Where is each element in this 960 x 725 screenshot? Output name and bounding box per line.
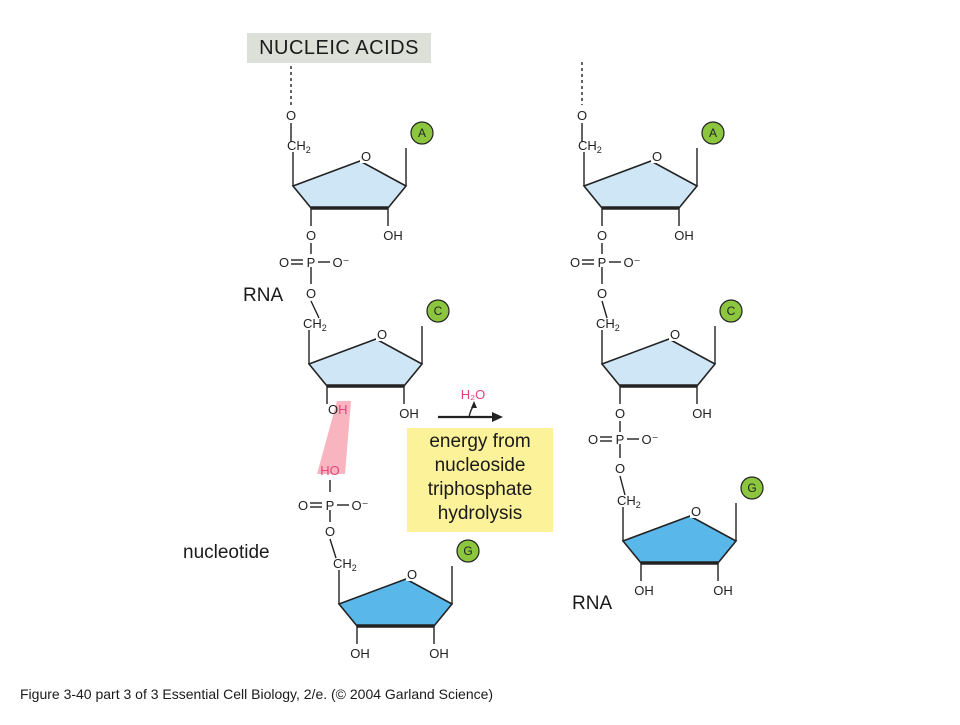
- bond-left-7: [329, 538, 337, 559]
- bond-left-4: [310, 300, 320, 319]
- bond-right-4: [601, 300, 608, 319]
- phosphate-oxygen-minus: O⁻: [352, 498, 369, 513]
- c3-hydroxyl-reactive: OH: [328, 402, 348, 417]
- base-circle: [410, 121, 434, 145]
- ring-oxygen-bg: [669, 328, 681, 341]
- phosphate-oxygen-minus: O⁻: [642, 432, 659, 447]
- ring-oxygen-bg: [651, 150, 663, 163]
- c2-hydroxyl-label: OH: [429, 646, 449, 661]
- phosphate-oxygen-minus: O⁻: [333, 255, 350, 270]
- energy-line-1: energy from: [429, 431, 531, 452]
- base-circle: [719, 299, 743, 323]
- figure-caption: Figure 3-40 part 3 of 3 Essential Cell B…: [20, 686, 494, 702]
- ch2-label: CH2: [333, 556, 357, 573]
- ring-oxygen-bg: [376, 328, 388, 341]
- ring-oxygen-label: O: [670, 327, 680, 342]
- title-box: NUCLEIC ACIDS: [247, 33, 431, 63]
- c3-hydroxyl-label: OH: [350, 646, 370, 661]
- phosphate-oxygen-minus: O⁻: [624, 255, 641, 270]
- energy-box: energy from nucleoside triphosphate hydr…: [407, 428, 553, 532]
- ring-oxygen-label: O: [407, 567, 417, 582]
- phosphate-oxygen-double: O: [279, 255, 289, 270]
- c3-oxygen-right-1: O: [597, 228, 607, 243]
- sugar-ring: [307, 338, 424, 387]
- ch2-label: CH2: [303, 316, 327, 333]
- ring-oxygen-label: O: [652, 149, 662, 164]
- ch2-label: CH2: [617, 493, 641, 510]
- ring-oxygen-bg: [690, 505, 702, 518]
- ch2-label: CH2: [287, 138, 311, 155]
- oxygen-right-2: O: [597, 286, 607, 301]
- base-label: C: [434, 304, 443, 318]
- ch2-label: CH2: [596, 316, 620, 333]
- base-circle: [426, 299, 450, 323]
- ring-oxygen-label: O: [361, 149, 371, 164]
- energy-line-2: nucleoside: [434, 455, 526, 476]
- sugar-ring: [337, 578, 454, 627]
- condensation-highlight: [317, 401, 351, 474]
- sugar-ring: [291, 160, 408, 209]
- ring-oxygen-bg: [360, 150, 372, 163]
- energy-line-3: triphosphate: [427, 479, 533, 500]
- water-arrow-head: [471, 401, 477, 408]
- base-circle: [456, 539, 480, 563]
- phosphorus-label: P: [326, 498, 335, 513]
- base-circle: [740, 476, 764, 500]
- c2-hydroxyl-label: OH: [383, 228, 403, 243]
- base-label: A: [418, 126, 426, 140]
- phosphorus-label: P: [616, 432, 625, 447]
- reaction-arrow-head: [492, 412, 503, 422]
- base-label: A: [709, 126, 717, 140]
- phosphorus-label: P: [598, 255, 607, 270]
- rna-label-left: RNA: [243, 285, 284, 306]
- c3-hydroxyl-label: OH: [634, 583, 654, 598]
- ring-oxygen-label: O: [377, 327, 387, 342]
- sugar-ring: [600, 338, 717, 387]
- c2-hydroxyl-label: OH: [692, 406, 712, 421]
- sugar-ring: [582, 160, 699, 209]
- ch2-label: CH2: [578, 138, 602, 155]
- ring-oxygen-bg: [406, 568, 418, 581]
- phosphate-oxygen-double: O: [588, 432, 598, 447]
- rna-label-right: RNA: [572, 593, 613, 614]
- sugar-ring: [621, 515, 738, 564]
- water-label: H₂O: [461, 387, 486, 402]
- base-label: G: [747, 481, 756, 495]
- phosphate-oxygen-double: O: [298, 498, 308, 513]
- base-circle: [701, 121, 725, 145]
- c2-hydroxyl-label: OH: [674, 228, 694, 243]
- title-text: NUCLEIC ACIDS: [259, 36, 419, 59]
- base-label: C: [727, 304, 736, 318]
- top-oxygen-right: O: [577, 108, 587, 123]
- c2-hydroxyl-label: OH: [399, 406, 419, 421]
- oxygen-right-3: O: [615, 461, 625, 476]
- c3-oxygen-right-2: O: [615, 406, 625, 421]
- base-label: G: [463, 544, 472, 558]
- top-oxygen-left: O: [286, 108, 296, 123]
- incoming-hydroxyl: HO: [320, 463, 340, 478]
- energy-line-4: hydrolysis: [437, 503, 523, 524]
- nucleotide-label: nucleotide: [183, 542, 270, 563]
- ring-oxygen-label: O: [691, 504, 701, 519]
- bond-right-7: [619, 475, 626, 496]
- c2-hydroxyl-label: OH: [713, 583, 733, 598]
- c3-oxygen-left-1: O: [306, 228, 316, 243]
- phosphate-oxygen-double: O: [570, 255, 580, 270]
- phosphorus-label: P: [307, 255, 316, 270]
- oxygen-left-3: O: [325, 524, 335, 539]
- oxygen-left-2: O: [306, 286, 316, 301]
